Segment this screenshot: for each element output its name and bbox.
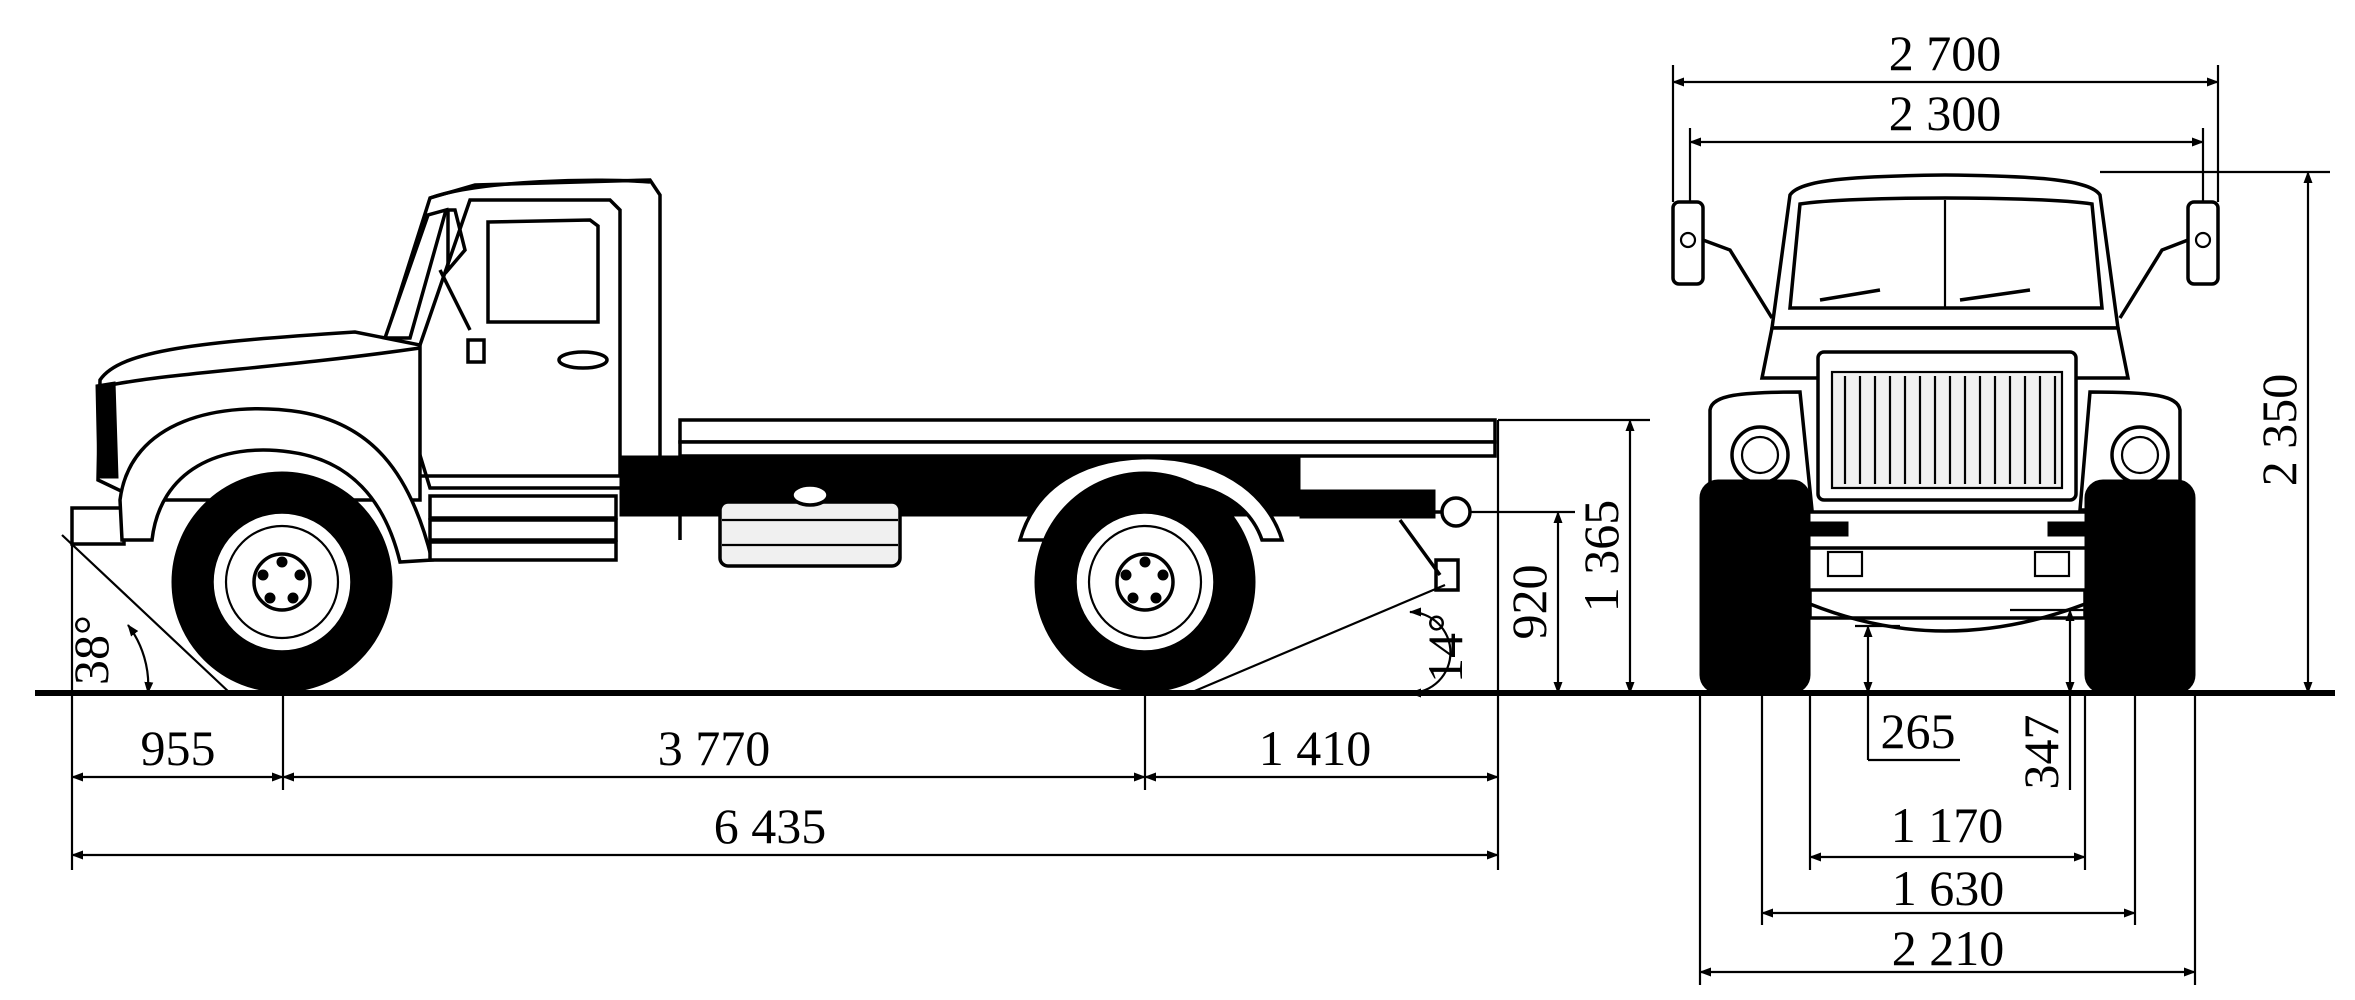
truck-front-view (1671, 173, 2220, 694)
right-headlight (2110, 425, 2170, 485)
approach-angle-arc (127, 624, 154, 694)
track-label: 1 630 (1892, 860, 2005, 916)
width-mirrors-label: 2 700 (1889, 25, 2002, 81)
left-headlight (1730, 425, 1790, 485)
track-inner-label: 1 170 (1891, 797, 2004, 853)
windshield (382, 207, 449, 340)
rear-overhang-label: 1 410 (1259, 720, 1372, 776)
grille-bars (1843, 376, 2057, 484)
front-bumper (70, 506, 126, 546)
rear-wheel (1034, 471, 1256, 693)
cargo-platform (678, 418, 1497, 444)
departure-angle-arc (1409, 607, 1452, 698)
clearance-front-label: 265 (1881, 703, 1956, 759)
hitch-height-label: 920 (1501, 565, 1557, 640)
wheelbase-label: 3 770 (658, 720, 771, 776)
overall-length-label: 6 435 (714, 798, 827, 854)
platform-height-label: 1 365 (1573, 500, 1629, 613)
approach-angle-label: 38° (63, 615, 119, 685)
front-axle (1808, 588, 2087, 620)
width-body-label: 2 300 (1889, 85, 2002, 141)
fuel-tank (718, 500, 902, 568)
height-label: 2 350 (2251, 374, 2307, 487)
front-view-dimensions: 2 700 2 300 2 350 265 347 1 170 1 630 (1671, 25, 2330, 985)
departure-angle-line (1189, 583, 1446, 695)
front-fender (118, 407, 435, 564)
right-front-tire (2084, 479, 2196, 694)
clearance-rear-label: 347 (2013, 715, 2069, 790)
overall-width-label: 2 210 (1892, 920, 2005, 976)
departure-angle-label: 14° (1417, 613, 1473, 683)
tow-hitch (1440, 496, 1472, 528)
front-wheel (171, 471, 393, 693)
side-view-dimensions: 955 3 770 1 410 6 435 1 365 920 38° 14° (61, 418, 1650, 870)
front-overhang-label: 955 (141, 720, 216, 776)
approach-angle-line (61, 534, 231, 694)
truck-side-view (70, 178, 1497, 693)
left-front-tire (1699, 479, 1811, 694)
cab-door (418, 198, 622, 478)
door-window (486, 218, 600, 324)
